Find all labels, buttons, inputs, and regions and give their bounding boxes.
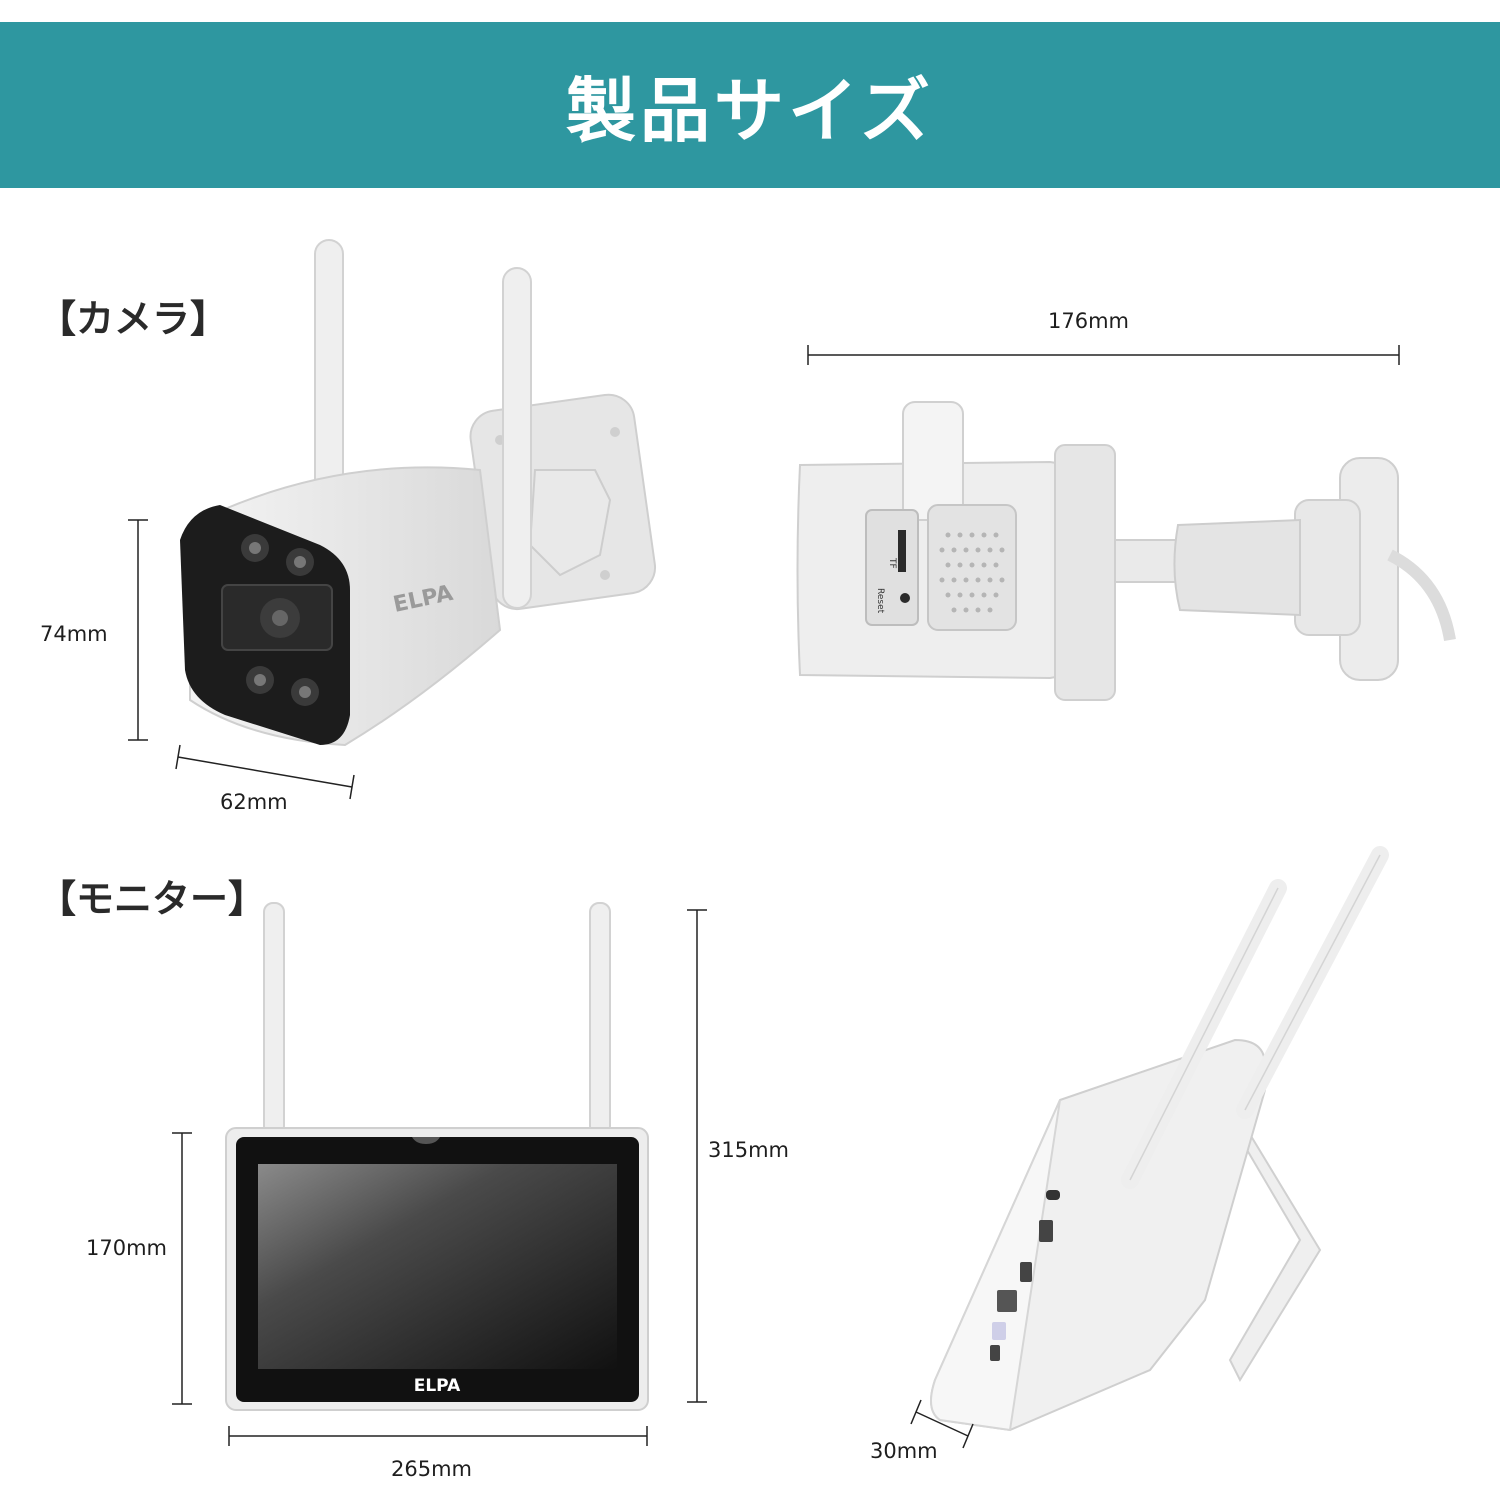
monitor-front-image: ELPA (225, 902, 649, 1411)
monitor-total-height-label: 315mm (708, 1138, 789, 1162)
monitor-section-label: 【モニター】 (38, 877, 267, 921)
monitor-body-height-label: 170mm (86, 1236, 167, 1260)
monitor-body-height-dimension-line (172, 1132, 192, 1405)
monitor-brand-logo: ELPA (414, 1376, 461, 1396)
camera-front-image: ELPA (180, 239, 657, 747)
camera-length-dimension-line (807, 345, 1400, 365)
monitor-width-label: 265mm (391, 1457, 472, 1481)
monitor-width-dimension-line (228, 1426, 648, 1446)
page-title: 製品サイズ (566, 69, 934, 152)
camera-depth-label: 62mm (220, 790, 288, 814)
title-banner: 製品サイズ (0, 22, 1500, 188)
monitor-thickness-label: 30mm (870, 1439, 938, 1463)
monitor-rear-image (930, 846, 1389, 1432)
reset-label: Reset (875, 588, 885, 614)
camera-side-image: TF Reset (796, 401, 1456, 701)
monitor-thickness-dimension-line (910, 1399, 974, 1449)
camera-height-label: 74mm (40, 622, 108, 646)
camera-height-dimension-line (128, 519, 148, 741)
monitor-total-height-dimension-line (687, 909, 707, 1403)
camera-section-label: 【カメラ】 (38, 297, 229, 341)
tf-slot-label: TF (887, 557, 897, 569)
camera-length-label: 176mm (1048, 309, 1129, 333)
camera-depth-dimension-line (175, 744, 355, 800)
